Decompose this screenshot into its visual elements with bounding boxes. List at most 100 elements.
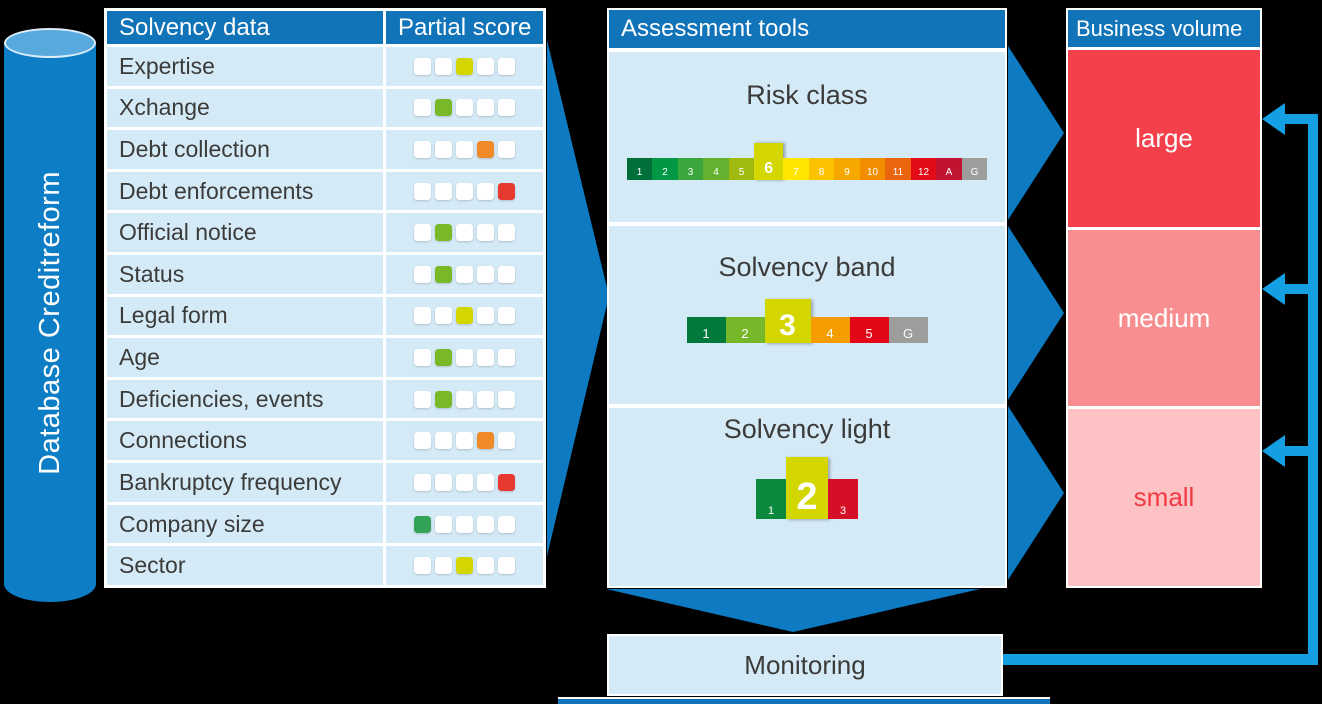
- scale-segment: 4: [810, 317, 850, 343]
- business-volume-header: Business volume: [1068, 10, 1260, 47]
- score-square: [498, 515, 515, 533]
- table-row: Xchange: [107, 88, 543, 128]
- feedback-line-medium: [1283, 284, 1309, 294]
- scale-segment: 1: [756, 479, 786, 519]
- score-square: [414, 432, 431, 450]
- score-square: [435, 432, 452, 450]
- feedback-arrowhead-large: [1262, 103, 1285, 135]
- table-row: Age: [107, 338, 543, 377]
- score-square: [414, 390, 431, 408]
- feedback-line-large: [1283, 114, 1309, 124]
- database-cylinder: Database Creditreform: [4, 44, 96, 602]
- score-square: [456, 265, 473, 283]
- score-square: [498, 57, 515, 75]
- score-square: [456, 307, 473, 325]
- scale-segment: 12: [910, 158, 937, 180]
- score-square: [477, 99, 494, 117]
- score-square: [456, 515, 473, 533]
- table-row: Legal form: [107, 296, 543, 336]
- score-square: [498, 390, 515, 408]
- chevron-risk-to-large: [1008, 46, 1064, 220]
- scale-segment: A: [936, 158, 962, 180]
- row-label: Status: [107, 255, 383, 294]
- score-square: [498, 99, 515, 117]
- volume-block-medium: medium: [1068, 229, 1260, 407]
- score-square: [435, 99, 452, 117]
- score-square: [414, 307, 431, 325]
- monitoring-label: Monitoring: [744, 649, 866, 680]
- score-square: [456, 473, 473, 491]
- score-square: [435, 349, 452, 367]
- scale-segment: 7: [783, 158, 809, 180]
- score-square: [477, 432, 494, 450]
- score-square: [498, 265, 515, 283]
- table-row: Sector: [107, 546, 543, 585]
- partial-score: [386, 88, 543, 128]
- scale-segment: 2: [652, 158, 678, 180]
- scale-segment: 1: [686, 317, 726, 343]
- feedback-line-vertical: [1308, 114, 1318, 665]
- header-solvency-data: Solvency data: [107, 11, 383, 44]
- row-label: Bankruptcy frequency: [107, 463, 383, 502]
- partial-score: [386, 504, 543, 544]
- table-row: Debt enforcements: [107, 171, 543, 211]
- score-square: [498, 182, 515, 200]
- partial-score: [386, 213, 543, 253]
- scale-segment: 3: [677, 158, 704, 180]
- scale-segment: 1: [626, 158, 653, 180]
- row-label: Sector: [107, 546, 383, 585]
- score-square: [414, 57, 431, 75]
- score-square: [498, 557, 515, 575]
- score-square: [477, 515, 494, 533]
- scale-segment: 9: [834, 158, 860, 180]
- volume-block-small: small: [1068, 409, 1260, 587]
- score-square: [435, 473, 452, 491]
- score-square: [498, 473, 515, 491]
- partial-score: [386, 463, 543, 502]
- score-square: [477, 307, 494, 325]
- scale-segment: 8: [808, 158, 835, 180]
- score-square: [414, 265, 431, 283]
- arrow-table-to-assessment: [547, 40, 609, 556]
- score-square: [477, 265, 494, 283]
- score-square: [456, 349, 473, 367]
- score-square: [435, 141, 452, 159]
- chevron-assessment-to-monitoring: [606, 589, 980, 632]
- solvency-table-header: Solvency data Partial score: [107, 11, 543, 44]
- table-row: Status: [107, 255, 543, 294]
- scale-segment: 10: [859, 158, 886, 180]
- feedback-line-small: [1283, 446, 1309, 456]
- score-square: [435, 515, 452, 533]
- feedback-line-bottom: [1001, 654, 1318, 665]
- risk-class-title: Risk class: [746, 80, 868, 110]
- partial-score: [386, 47, 543, 86]
- score-square: [498, 432, 515, 450]
- score-square: [414, 182, 431, 200]
- score-square: [477, 557, 494, 575]
- partial-score: [386, 255, 543, 294]
- score-square: [456, 141, 473, 159]
- score-square: [456, 432, 473, 450]
- partial-score: [386, 421, 543, 461]
- scale-segment: 4: [703, 158, 729, 180]
- score-square: [477, 182, 494, 200]
- row-label: Company size: [107, 504, 383, 544]
- table-row: Bankruptcy frequency: [107, 463, 543, 502]
- table-row: Deficiencies, events: [107, 379, 543, 419]
- scale-segment: 3: [764, 299, 811, 343]
- score-square: [435, 265, 452, 283]
- scale-segment: 2: [786, 457, 828, 519]
- score-square: [477, 349, 494, 367]
- score-square: [435, 224, 452, 242]
- score-square: [498, 307, 515, 325]
- score-square: [435, 57, 452, 75]
- row-label: Debt collection: [107, 130, 383, 169]
- score-square: [498, 224, 515, 242]
- database-label: Database Creditreform: [33, 171, 66, 475]
- score-square: [435, 557, 452, 575]
